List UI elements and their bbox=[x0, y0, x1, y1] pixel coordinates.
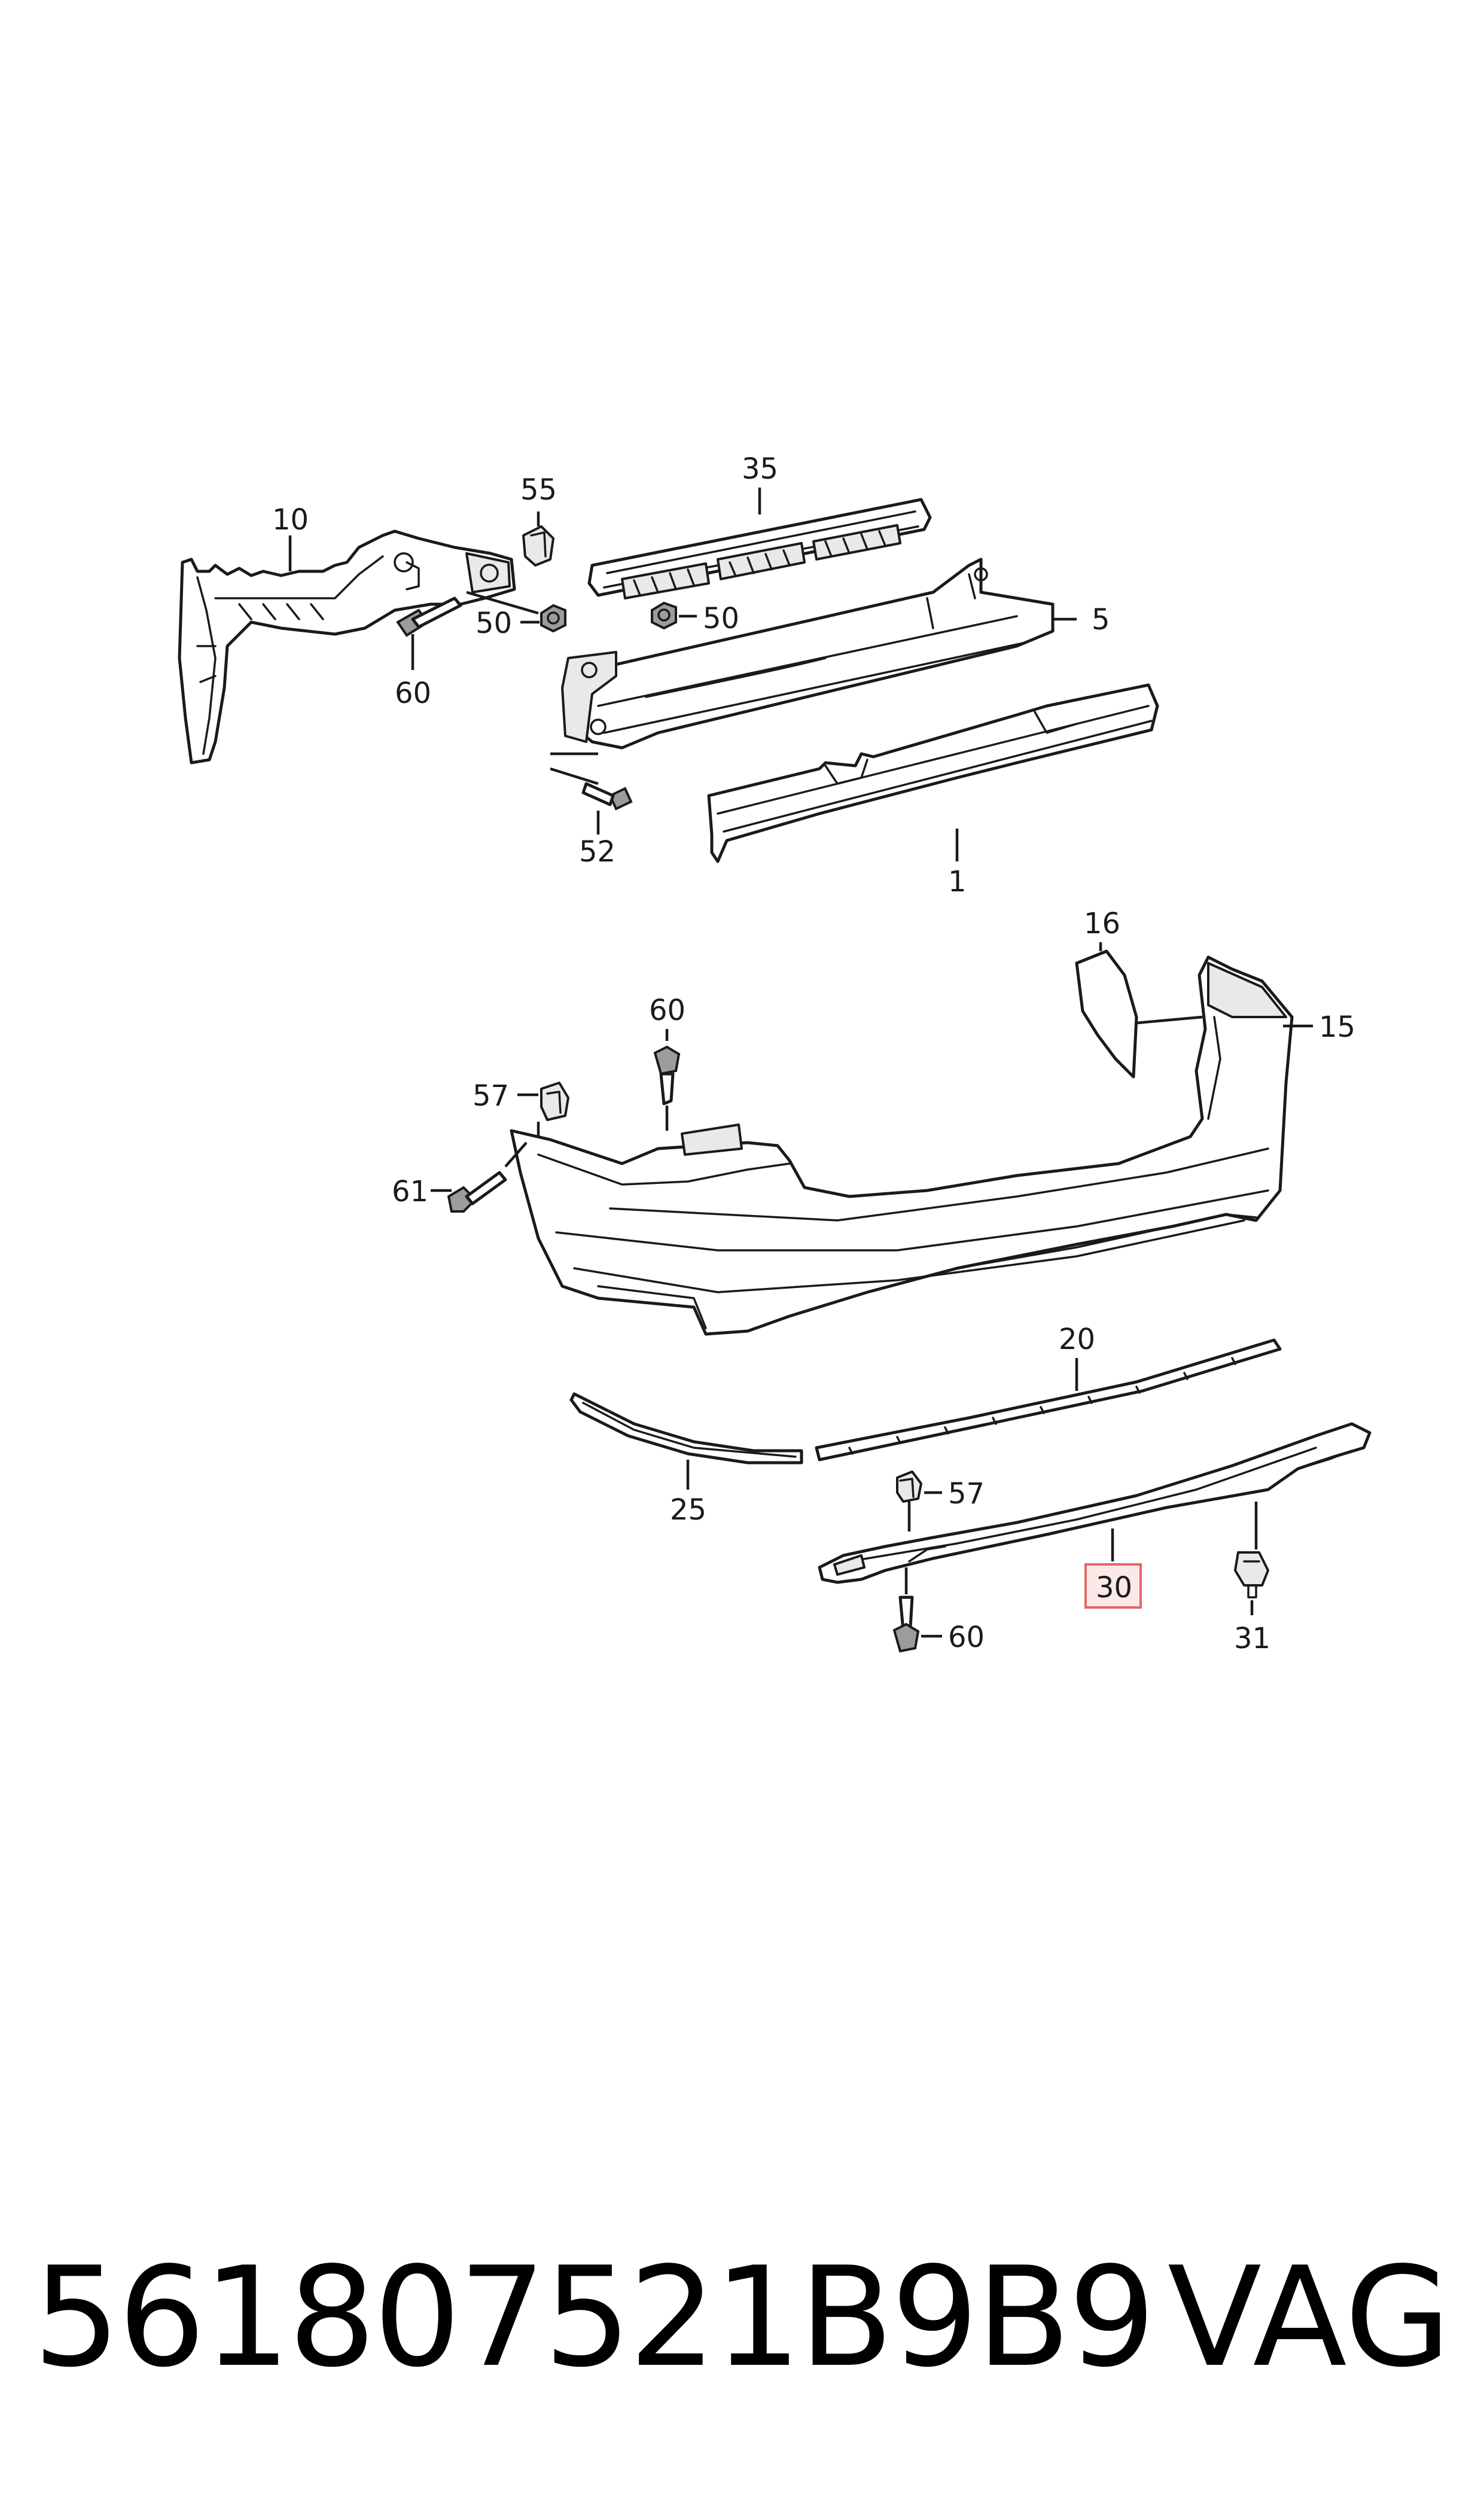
callout-30-highlight-box bbox=[1084, 1563, 1142, 1609]
part-10-side-bracket bbox=[178, 529, 516, 765]
callout-10: 10 bbox=[272, 503, 309, 537]
callout-60-middle: 60 bbox=[649, 994, 685, 1027]
callout-55: 55 bbox=[520, 473, 557, 507]
clip-57-upper bbox=[540, 1082, 569, 1121]
part-16-side-cover bbox=[1075, 949, 1138, 1079]
brand-label: VAG bbox=[1167, 2238, 1451, 2398]
part-30-lower-spoiler[interactable] bbox=[818, 1422, 1372, 1584]
callout-15: 15 bbox=[1319, 1010, 1355, 1044]
callout-52: 52 bbox=[579, 835, 615, 869]
nut-50-left bbox=[540, 604, 566, 633]
clip-31 bbox=[1234, 1551, 1269, 1599]
part-20-trim-strip bbox=[815, 1338, 1282, 1462]
part-35-guide-strip bbox=[587, 498, 932, 599]
callout-50-right: 50 bbox=[703, 602, 739, 635]
callout-5: 5 bbox=[1092, 603, 1110, 637]
part-number-label: 561807521B9B9 bbox=[33, 2238, 1156, 2398]
callout-20: 20 bbox=[1059, 1323, 1095, 1356]
callout-57-upper: 57 bbox=[473, 1079, 509, 1113]
clip-57-lower bbox=[896, 1470, 922, 1503]
callout-50-left: 50 bbox=[476, 607, 512, 640]
screw-52 bbox=[581, 782, 633, 811]
screw-60-top bbox=[396, 596, 462, 637]
callout-60-lower: 60 bbox=[948, 1621, 985, 1654]
callout-1: 1 bbox=[948, 865, 967, 899]
screw-61 bbox=[447, 1171, 507, 1213]
part-15-bumper-cover bbox=[510, 955, 1294, 1336]
callout-30: 30 bbox=[1096, 1571, 1132, 1604]
callout-61: 61 bbox=[392, 1175, 428, 1208]
callout-60-top: 60 bbox=[395, 677, 431, 710]
part-25-trim-strip bbox=[569, 1392, 803, 1464]
part-1-energy-absorber bbox=[707, 683, 1159, 863]
clip-55 bbox=[522, 525, 554, 567]
part-5-crossmember bbox=[561, 558, 1055, 750]
callout-35: 35 bbox=[742, 452, 778, 486]
screw-60-lower bbox=[892, 1596, 920, 1653]
nut-50-right bbox=[651, 601, 677, 630]
callout-31: 31 bbox=[1234, 1622, 1270, 1655]
screw-60-middle bbox=[653, 1045, 681, 1106]
callout-16: 16 bbox=[1084, 907, 1120, 940]
callout-25: 25 bbox=[670, 1493, 706, 1527]
callout-57-lower: 57 bbox=[948, 1477, 985, 1511]
